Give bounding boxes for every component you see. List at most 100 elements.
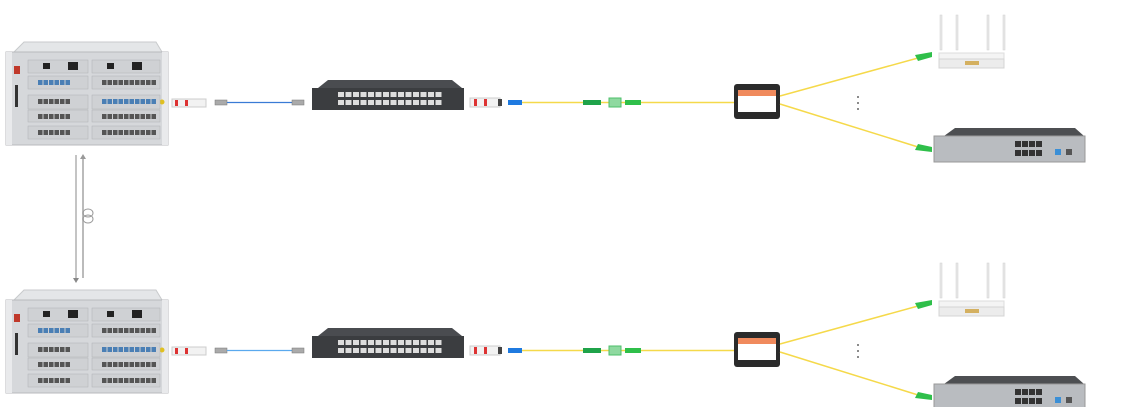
card-port (151, 130, 156, 135)
card-port (146, 99, 151, 104)
switch-port (435, 92, 442, 97)
splitter-label (738, 96, 776, 112)
card-port (124, 378, 129, 383)
card-port (54, 99, 59, 104)
card-port (118, 347, 123, 352)
card-port (38, 130, 43, 135)
card-port (49, 80, 54, 85)
card-port (135, 362, 140, 367)
card-port (113, 378, 118, 383)
poe-port (1022, 398, 1028, 404)
switch-port (398, 340, 404, 345)
poe-port (1029, 389, 1035, 395)
switch-port (420, 340, 427, 345)
poe-port (1029, 141, 1035, 147)
switch-top (318, 80, 462, 88)
sfp-module-icon (171, 98, 207, 108)
router-ports (965, 309, 979, 313)
switch-port (338, 348, 344, 353)
router-antenna (986, 14, 990, 51)
switch-port (435, 100, 442, 105)
chassis-icon (5, 41, 169, 146)
card-port (140, 130, 145, 135)
console-port (1066, 149, 1072, 155)
sfp-module-icon (469, 97, 502, 108)
chassis-ear-left (6, 300, 12, 393)
card-port (60, 347, 65, 352)
card-port (38, 378, 43, 383)
card-port (140, 378, 145, 383)
card-port (43, 114, 48, 119)
card-port (102, 378, 107, 383)
protection-link (73, 154, 94, 283)
uplink-port (1055, 397, 1061, 403)
chassis-top (12, 289, 163, 301)
console-port (1066, 397, 1072, 403)
card-port (107, 80, 112, 85)
card-port (54, 80, 59, 85)
switch-icon (312, 328, 464, 358)
card-port (129, 328, 134, 333)
sfp-latch (175, 100, 178, 106)
sfp-latch (484, 99, 487, 106)
sfp-module-icon (469, 345, 502, 356)
switch-port (345, 100, 352, 105)
card-port (140, 99, 145, 104)
card-port (124, 347, 129, 352)
card-port (107, 328, 112, 333)
drop-fiber-branch (779, 57, 919, 97)
router-top (938, 52, 1005, 60)
card-port (129, 114, 134, 119)
card-port (60, 114, 65, 119)
power-socket (43, 311, 50, 317)
router-icon (938, 262, 1006, 317)
chassis-ear-right (162, 52, 168, 145)
switch-port (375, 92, 382, 97)
poe-switch-front (933, 135, 1086, 163)
poe-switch-top (944, 376, 1084, 384)
switch-port (353, 92, 359, 97)
switch-port (428, 340, 434, 345)
sfp-latch (484, 347, 487, 354)
card-port (43, 80, 48, 85)
switch-port (360, 92, 367, 97)
card-port (118, 328, 123, 333)
card-port (60, 130, 65, 135)
card-port (113, 114, 118, 119)
sfp-module-icon (171, 346, 207, 356)
power-socket (132, 310, 142, 318)
protection-link-icon (82, 208, 94, 224)
power-socket (107, 63, 114, 69)
card-port (129, 80, 134, 85)
card-port (129, 378, 134, 383)
switch-port (398, 92, 404, 97)
switch-port (420, 92, 427, 97)
router-antenna (1002, 262, 1006, 299)
card-port (43, 99, 48, 104)
more-branches-ellipsis (857, 96, 859, 110)
card-port (38, 328, 43, 333)
power-socket (132, 62, 142, 70)
ellipsis-dot (857, 344, 859, 346)
power-socket (107, 311, 114, 317)
sfp-latch (185, 348, 188, 354)
card-port (146, 114, 151, 119)
card-port (107, 362, 112, 367)
router-antenna (1002, 14, 1006, 51)
chassis-ground (159, 347, 165, 353)
switch-port (353, 348, 359, 353)
switch-port (383, 348, 389, 353)
switch-port (338, 340, 344, 345)
poe-switch-icon (933, 376, 1086, 407)
poe-switch-top (944, 128, 1084, 136)
card-port (151, 80, 156, 85)
poe-port (1015, 150, 1021, 156)
switch-top (318, 328, 462, 336)
poe-port (1036, 398, 1042, 404)
card-port (38, 114, 43, 119)
apc-connector-green (915, 300, 932, 309)
switch-port (420, 100, 427, 105)
card-port (49, 378, 54, 383)
card-port (151, 99, 156, 104)
apc-connector-green (915, 392, 932, 400)
